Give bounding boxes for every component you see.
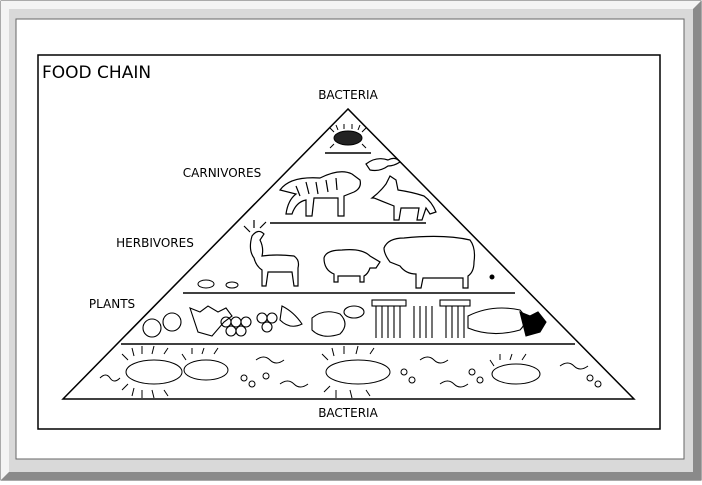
small-animals (197, 274, 495, 289)
label-bacteria-bottom: BACTERIA (318, 406, 378, 420)
grapes (220, 312, 278, 337)
diagram-border (37, 54, 661, 430)
corn-sheaves (371, 299, 471, 338)
deer-illustration (243, 220, 300, 287)
label-plants: PLANTS (89, 297, 135, 311)
label-carnivores: CARNIVORES (183, 166, 261, 180)
cow-illustration (383, 235, 476, 289)
wolf-illustration (370, 175, 437, 221)
label-herbivores: HERBIVORES (116, 236, 194, 250)
tiger-illustration (278, 171, 361, 217)
pyramid (61, 107, 636, 400)
pyramid-outline (61, 107, 636, 400)
pig-illustration (323, 249, 381, 283)
plants-illustration (142, 299, 547, 338)
diagram-title: FOOD CHAIN (42, 63, 151, 83)
bird-illustration (365, 157, 401, 172)
label-bacteria-top: BACTERIA (318, 88, 378, 102)
decomposers-illustration (99, 345, 602, 399)
bacteria-cluster-top (329, 124, 367, 149)
